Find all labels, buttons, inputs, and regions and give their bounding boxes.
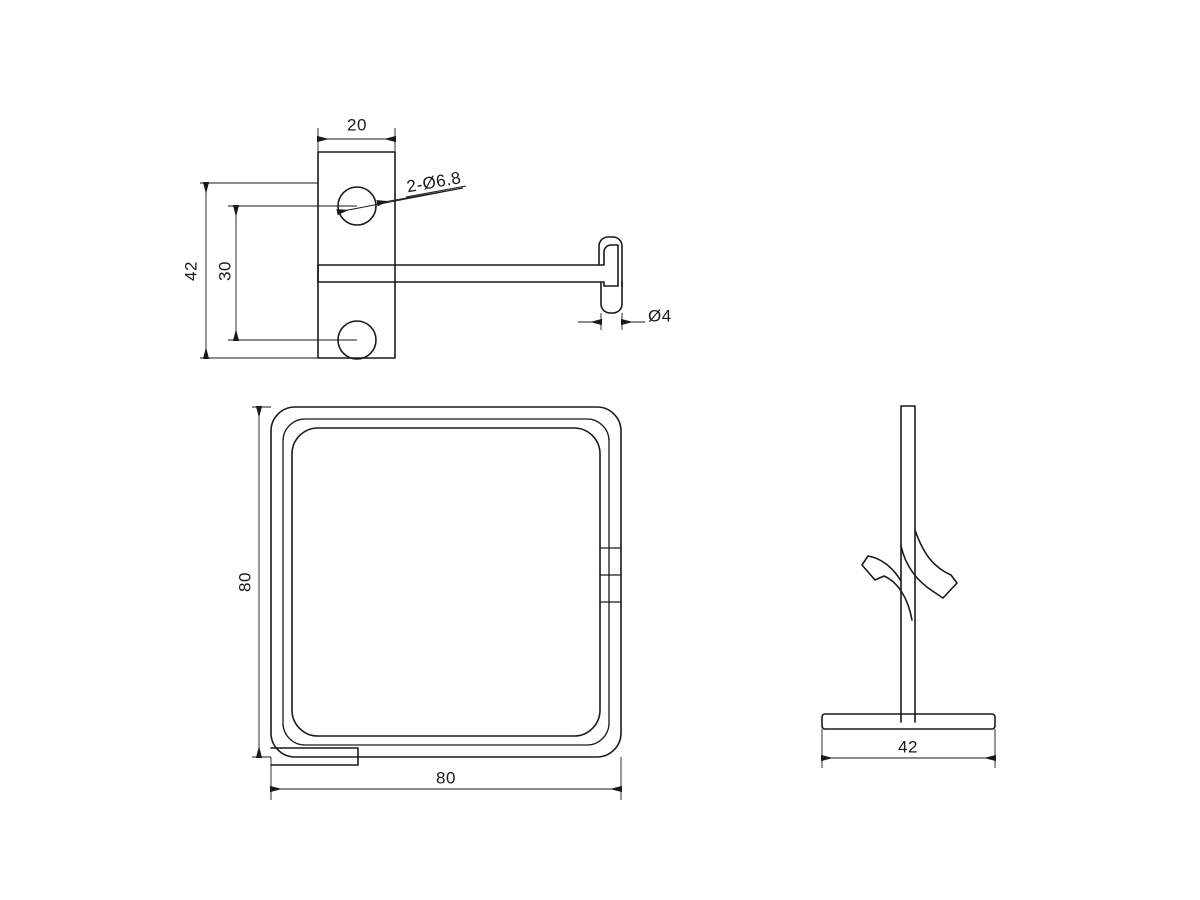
side-view-cross-arm-right bbox=[900, 529, 958, 599]
side-view-group: 42 bbox=[821, 405, 996, 768]
top-view-horizontal-arm bbox=[317, 244, 619, 287]
side-view-base-plate bbox=[821, 713, 996, 730]
top-view-end-rod-lower bbox=[600, 281, 623, 314]
front-view-bottom-tab bbox=[270, 747, 359, 766]
side-view-vertical-post bbox=[900, 405, 916, 723]
dim-label-base-width: 42 bbox=[898, 737, 918, 756]
top-view-group: 20 42 30 2-Ø6.8 Ø4 bbox=[181, 115, 672, 360]
dim-label-plate-width: 20 bbox=[347, 115, 367, 134]
dim-label-hole-spacing: 30 bbox=[215, 261, 234, 281]
dim-label-frame-width: 80 bbox=[436, 768, 456, 787]
dim-label-rod-dia: Ø4 bbox=[648, 306, 672, 325]
top-view-end-rod-upper bbox=[598, 236, 623, 287]
leader-underline-hole-callout bbox=[405, 185, 467, 198]
dim-label-plate-height: 42 bbox=[181, 261, 200, 281]
side-view-cross-arm-left bbox=[861, 555, 913, 621]
front-view-frame-outer-inner-edge bbox=[282, 418, 610, 746]
top-view-mounting-plate bbox=[317, 151, 396, 359]
front-view-frame-outer bbox=[270, 406, 622, 758]
leader-line-hole-callout-right bbox=[376, 187, 464, 207]
front-view-group: 80 80 bbox=[235, 406, 622, 800]
dim-label-frame-height: 80 bbox=[235, 572, 254, 592]
front-view-frame-inner bbox=[291, 427, 601, 737]
